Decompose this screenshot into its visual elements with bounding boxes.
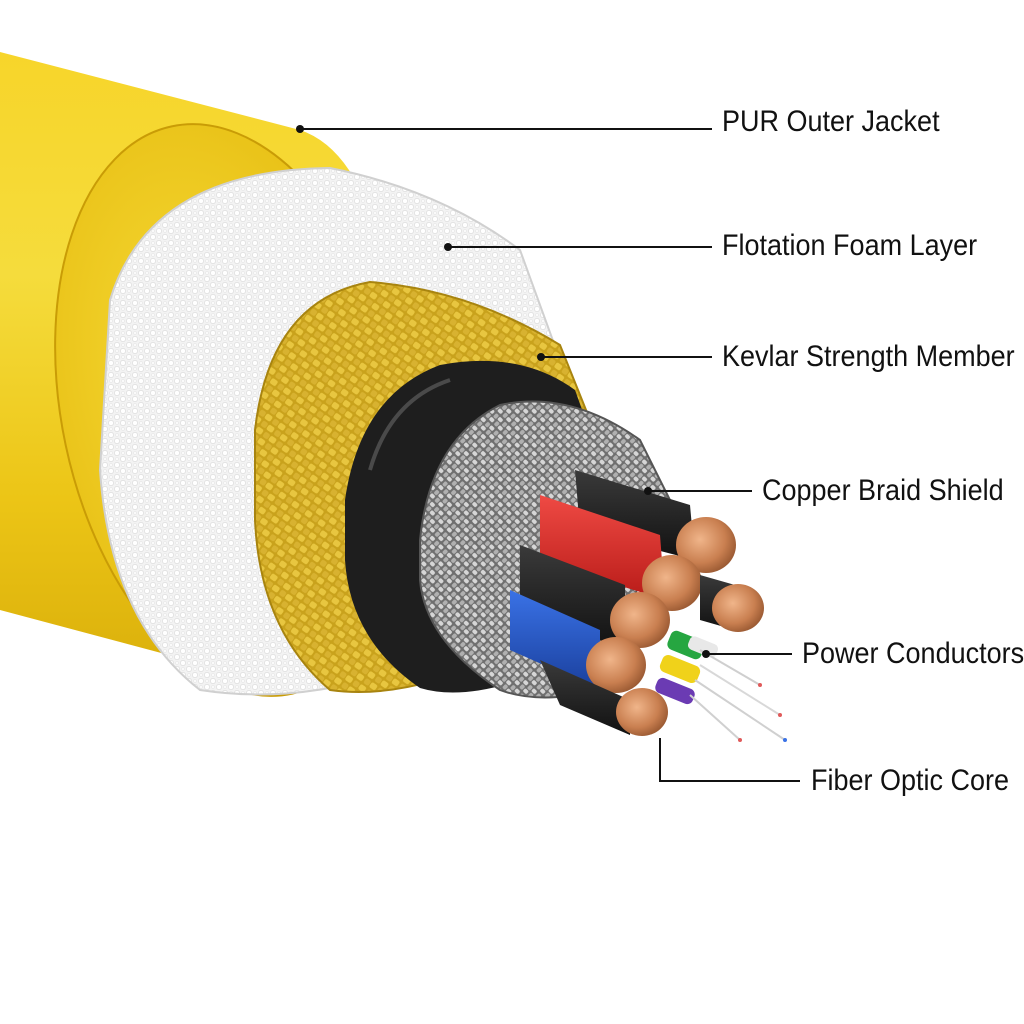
conductor-black-middle (520, 545, 625, 650)
conductor-red (540, 495, 665, 600)
conductor-black-bottom (540, 660, 630, 735)
label-fiber-optic-core: Fiber Optic Core (811, 764, 1010, 797)
leader-dot-braid (644, 487, 652, 495)
leader-dot-kevlar (537, 353, 545, 361)
power-conductors (510, 470, 764, 736)
label-pur-outer-jacket: PUR Outer Jacket (722, 105, 940, 138)
leader-dot-foam (444, 243, 452, 251)
fiber-core (655, 630, 787, 742)
copper-strand-end (676, 517, 736, 573)
label-flotation-foam-layer: Flotation Foam Layer (722, 229, 978, 262)
copper-strand-end (586, 637, 646, 693)
copper-strand-end (712, 584, 764, 632)
label-copper-braid-shield: Copper Braid Shield (762, 474, 1004, 507)
label-power-conductors: Power Conductors (802, 637, 1024, 670)
leader-line-fiber (659, 738, 800, 782)
callout-lines (296, 125, 800, 782)
copper-strand-end (610, 592, 670, 648)
copper-strand-end (616, 688, 668, 736)
leader-dot-power (702, 650, 710, 658)
leader-dot-jacket (296, 125, 304, 133)
label-kevlar-strength-member: Kevlar Strength Member (722, 340, 1015, 373)
conductor-blue (510, 590, 600, 690)
conductor-black-top (575, 470, 695, 560)
